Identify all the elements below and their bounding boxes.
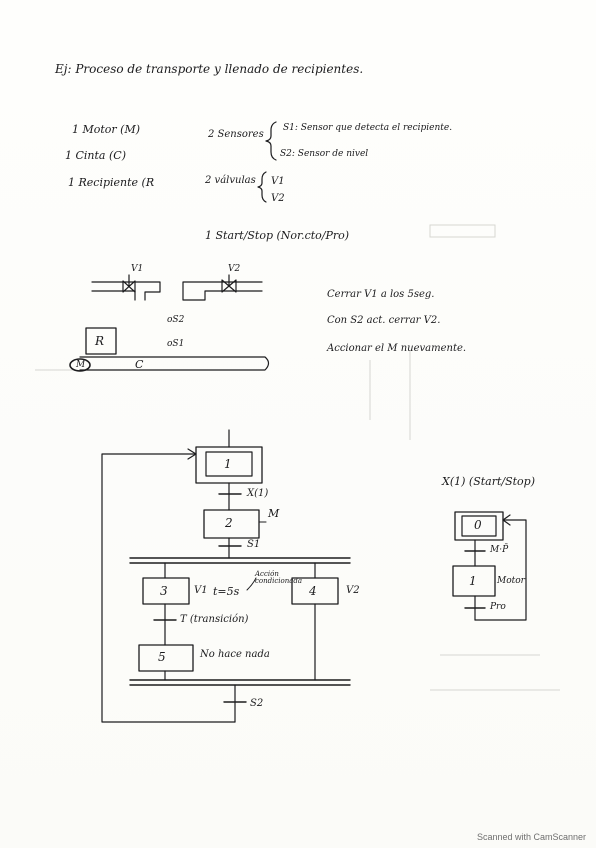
action-4-label: V2 [346, 585, 360, 596]
step-0-inner [461, 515, 497, 537]
conveyor-belt [79, 356, 270, 371]
component-cinta: 1 Cinta (C) [65, 149, 126, 162]
secondary-transition-1-label: M·P̄ [490, 545, 509, 555]
step-3-label: 3 [160, 584, 168, 598]
scanner-watermark: Scanned with CamScanner [476, 832, 586, 842]
start-stop-text: 1 Start/Stop (Nor.cto/Pro) [205, 229, 350, 242]
action-5-label: No hace nada [200, 649, 270, 660]
transition-s2-label: S2 [250, 698, 264, 709]
step-4-label: 4 [309, 584, 317, 598]
sensor-s2-text: S2: Sensor de nivel [280, 149, 369, 159]
grafcet-main [101, 429, 351, 723]
valve-v1-text: V1 [271, 176, 285, 187]
step-1b-box [452, 565, 496, 597]
sketch-motor-label: M [76, 360, 86, 370]
exercise-title: Ej: Proceso de transporte y llenado de r… [55, 62, 364, 76]
note-2: Con S2 act. cerrar V2. [327, 315, 441, 326]
transition-t-label: T (transición) [180, 614, 249, 625]
action-3-label: V1 [194, 585, 208, 596]
pipe-left [91, 281, 161, 301]
sensors-label: 2 Sensores [208, 129, 264, 140]
valve-v2-symbol [221, 274, 237, 293]
sketch-conveyor-label: C [135, 358, 144, 371]
step-1-label: 1 [224, 457, 232, 471]
action-2-label: M [268, 507, 280, 520]
note-3: Accionar el M nuevamente. [327, 343, 467, 354]
step-2-label: 2 [225, 516, 233, 530]
recipient-box [85, 327, 117, 355]
valve-v1-symbol [122, 274, 136, 293]
transition-x1-label: X(1) [247, 488, 269, 499]
step-1-inner [205, 451, 253, 477]
step-5-label: 5 [158, 650, 166, 664]
loop-back-line [101, 453, 236, 723]
valves-brace [257, 171, 267, 203]
process-sketch [69, 274, 270, 372]
sketch-v1-label: V1 [131, 264, 144, 274]
step-3-box [142, 577, 190, 605]
step-0-label: 0 [474, 518, 482, 532]
sketch-s1-label: oS1 [167, 339, 185, 349]
grafcet-secondary [452, 511, 527, 621]
note-1: Cerrar V1 a los 5seg. [327, 289, 435, 300]
conditional-action-note: Acción condicionada [255, 570, 303, 586]
step-2-box [203, 509, 260, 539]
transition-s1-label: S1 [247, 539, 261, 550]
component-recipiente: 1 Recipiente (R [68, 176, 155, 189]
step-1b-label: 1 [469, 574, 477, 588]
sensor-s1-text: S1: Sensor que detecta el recipiente. [283, 123, 453, 133]
motor-circle [69, 358, 91, 372]
secondary-action-label: Motor [497, 576, 525, 586]
component-motor: 1 Motor (M) [72, 123, 141, 136]
valves-label: 2 válvulas [205, 175, 256, 186]
bleed-through-marks [35, 224, 560, 691]
valve-v2-text: V2 [271, 193, 285, 204]
secondary-loop-back [474, 519, 527, 621]
secondary-transition-2-label: Pro [490, 602, 506, 612]
sketch-v2-label: V2 [228, 264, 241, 274]
sensors-brace [265, 121, 277, 161]
secondary-grafcet-title: X(1) (Start/Stop) [442, 475, 536, 488]
step-5-box [138, 644, 194, 672]
step-0-outer [454, 511, 504, 541]
sketch-s2-label: oS2 [167, 315, 185, 325]
timer-label: t=5s [213, 585, 240, 598]
sketch-recipient-label: R [95, 334, 105, 348]
